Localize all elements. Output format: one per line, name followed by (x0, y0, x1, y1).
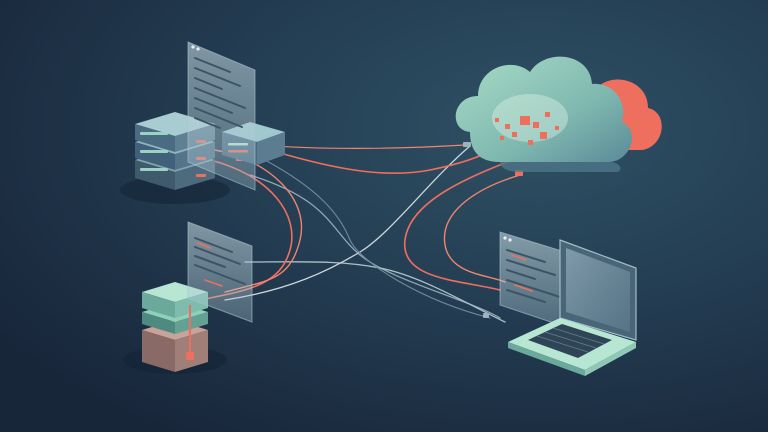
code-window-icon (187, 41, 256, 191)
cloud-icon (455, 56, 662, 172)
laptop-keyboard (528, 324, 612, 358)
wire-coral-5 (443, 174, 521, 283)
code-window-icon (187, 221, 253, 323)
database-tower-icon (123, 282, 227, 374)
laptop-icon (499, 231, 637, 376)
wire-gray-3 (224, 145, 471, 301)
cloud-data-blocks (495, 112, 559, 145)
wire-gray-1 (249, 174, 501, 319)
wire-gray-4 (264, 159, 491, 319)
wire-coral-3 (214, 149, 303, 293)
wire-coral-4 (404, 149, 541, 291)
